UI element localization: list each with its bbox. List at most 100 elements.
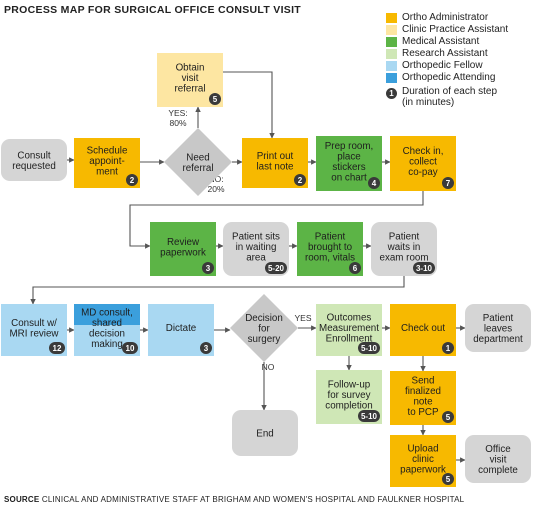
- duration-value: 2: [130, 176, 135, 185]
- node-label-line: finalized: [405, 386, 441, 397]
- legend-label: Duration of each step (in minutes): [402, 86, 498, 108]
- duration-value: 10: [126, 344, 135, 353]
- node-label-line: Measurement: [319, 323, 379, 334]
- legend-item-research-assistant: Research Assistant: [386, 48, 538, 60]
- legend-item-ortho-fellow: Orthopedic Fellow: [386, 60, 538, 72]
- node-label-line: complete: [478, 465, 518, 476]
- duration-value: 5-10: [361, 412, 378, 421]
- legend-label: Orthopedic Attending: [402, 72, 496, 83]
- node-label-line: in waiting: [236, 242, 277, 253]
- node-label-line: co-pay: [408, 167, 438, 178]
- duration-value: 5-20: [268, 264, 285, 273]
- duration-value: 3: [204, 344, 209, 353]
- duration-value: 5: [446, 475, 451, 484]
- legend-label: Ortho Administrator: [402, 12, 489, 23]
- duration-value: 5: [213, 95, 218, 104]
- node-label-line: visit: [490, 455, 507, 466]
- legend-label: Clinic Practice Assistant: [402, 24, 509, 35]
- legend-swatch: [386, 13, 397, 23]
- node-label-line: referral: [182, 163, 213, 174]
- node-label-line: referral: [174, 84, 205, 95]
- node-label-line: MRI review: [10, 328, 60, 339]
- source-text: CLINICAL AND ADMINISTRATIVE STAFF AT BRI…: [41, 495, 465, 504]
- edge-exam-room-to-mri-review: [30, 276, 405, 305]
- node-label-line: shared: [92, 318, 122, 329]
- node-label-line: surgery: [248, 334, 281, 345]
- duration-value: 3-10: [416, 264, 433, 273]
- node-label-line: Follow-up: [328, 380, 371, 391]
- node-label-line: Patient sits: [232, 232, 280, 243]
- diagram-title: PROCESS MAP FOR SURGICAL OFFICE CONSULT …: [4, 4, 302, 16]
- duration-value: 5-10: [361, 344, 378, 353]
- node-label-line: collect: [409, 157, 437, 168]
- node-label-line: department: [473, 334, 523, 345]
- duration-badge: [122, 342, 138, 354]
- node-label-line: place: [337, 151, 361, 162]
- node-label-line: for survey: [327, 390, 370, 401]
- edge-label: YES: [294, 313, 311, 323]
- duration-badge: [442, 177, 454, 189]
- node-label-line: Need: [186, 152, 209, 163]
- duration-badge: [209, 93, 221, 105]
- node-label-line: visit: [182, 73, 199, 84]
- decision-diamond: [164, 128, 232, 196]
- node-label-line: Office: [485, 444, 511, 455]
- node-label-line: ment: [96, 167, 118, 178]
- node-label-line: Consult: [17, 150, 50, 161]
- node-label-line: last note: [256, 161, 294, 172]
- node-dictate: Dictate 3: [148, 304, 214, 356]
- duration-badge: [413, 262, 435, 274]
- legend-item-ortho-admin: Ortho Administrator: [386, 12, 538, 24]
- node-label-line: completion: [325, 401, 372, 412]
- legend-swatch: [386, 61, 397, 71]
- node-label-line: Dictate: [166, 323, 197, 334]
- node-label-line: leaves: [484, 324, 512, 335]
- duration-value: 5: [446, 413, 451, 422]
- duration-badge: [294, 174, 306, 186]
- node-label: Check out: [401, 323, 445, 334]
- legend-swatch: [386, 25, 397, 35]
- node-label: Dictate: [166, 323, 197, 334]
- node-label-line: Enrollment: [326, 334, 373, 345]
- legend-item-medical-assistant: Medical Assistant: [386, 36, 538, 48]
- edge-check-in-to-review-paperwork: [129, 191, 424, 249]
- edge-label: NO: [262, 362, 275, 372]
- duration-value: 7: [446, 179, 451, 188]
- duration-value: 1: [446, 344, 451, 353]
- node-label-line: brought to: [308, 242, 353, 253]
- node-label-line: Consult w/: [11, 318, 57, 329]
- node-label: End: [256, 429, 273, 440]
- role-fill-attending: [74, 304, 140, 325]
- duration-badge: [358, 410, 380, 422]
- node-label-line: Patient: [389, 232, 420, 243]
- node-label-line: room, vitals: [305, 253, 355, 264]
- duration-badge: [200, 342, 212, 354]
- node-check-out: Check out 1: [390, 304, 456, 356]
- node-label-line: Schedule: [87, 146, 128, 157]
- node-label-line: Send: [412, 375, 435, 386]
- node-label-line: requested: [12, 161, 56, 172]
- node-label-line: note: [413, 396, 433, 407]
- node-label-line: appoint-: [89, 156, 124, 167]
- edge-obtain-referral-to-print-note: [223, 71, 275, 139]
- node-label-line: End: [256, 429, 273, 440]
